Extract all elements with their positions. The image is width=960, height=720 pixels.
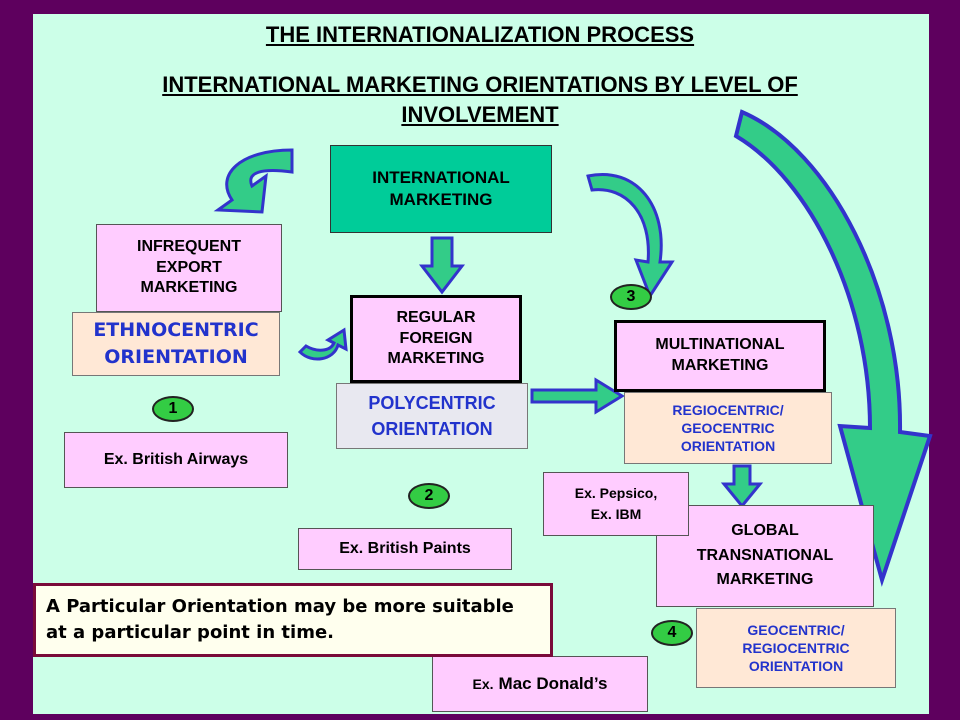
example-british-airways: Ex. British Airways [64, 432, 288, 488]
big-curved-arrow-right [733, 109, 933, 587]
example-pepsico: Ex. Pepsico, [574, 485, 658, 501]
example-pepsico-ibm: Ex. Pepsico, Ex. IBM [543, 472, 689, 536]
example-ibm: Ex. IBM [590, 506, 642, 522]
curved-arrow-to-multinational [586, 173, 675, 300]
note-box: A Particular Orientation may be more sui… [33, 583, 553, 657]
page-subtitle: INTERNATIONAL MARKETING ORIENTATIONS BY … [162, 72, 798, 127]
stage-1-badge: 1 [152, 396, 194, 422]
page-title: THE INTERNATIONALIZATION PROCESS [265, 22, 695, 47]
international-marketing-box: INTERNATIONAL MARKETING [330, 145, 552, 233]
stage-3-badge: 3 [610, 284, 652, 310]
ethnocentric-box: ETHNOCENTRIC ORIENTATION [72, 312, 280, 376]
down-arrow-global [720, 464, 764, 509]
polycentric-box: POLYCENTRIC ORIENTATION [336, 383, 528, 449]
global-transnational-box: GLOBAL TRANSNATIONAL MARKETING [656, 505, 874, 607]
regiocentric-geocentric-box: REGIOCENTRIC/ GEOCENTRIC ORIENTATION [624, 392, 832, 464]
down-arrow-international [418, 236, 466, 295]
example-british-paints: Ex. British Paints [298, 528, 512, 570]
example-mac-donalds-name: Mac Donald’s [498, 673, 608, 693]
curved-arrow-small [297, 327, 348, 361]
infrequent-export-box: INFREQUENT EXPORT MARKETING [96, 224, 282, 312]
geocentric-regiocentric-box: GEOCENTRIC/ REGIOCENTRIC ORIENTATION [696, 608, 896, 688]
multinational-box: MULTINATIONAL MARKETING [614, 320, 826, 392]
stage-4-badge: 4 [651, 620, 693, 646]
right-arrow-polycentric [530, 377, 625, 415]
regular-foreign-box: REGULAR FOREIGN MARKETING [350, 295, 522, 383]
stage-2-badge: 2 [408, 483, 450, 509]
example-mac-donalds: Ex. Mac Donald’s [432, 656, 648, 712]
example-mac-donalds-prefix: Ex. [472, 675, 494, 692]
curved-arrow-top-left [213, 148, 294, 214]
